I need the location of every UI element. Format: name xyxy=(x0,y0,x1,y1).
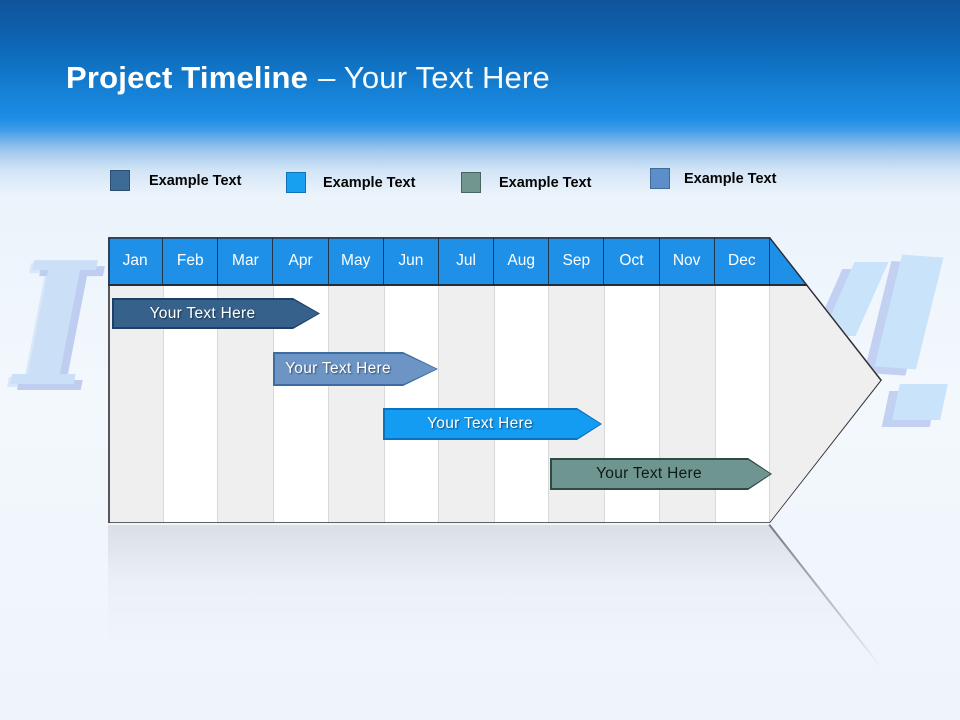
month-cell-oct: Oct xyxy=(604,237,660,285)
month-cell-sep: Sep xyxy=(549,237,605,285)
watermark-letter-i: I xyxy=(14,225,94,425)
legend-swatch-brightblue xyxy=(286,172,306,193)
month-cell-aug: Aug xyxy=(494,237,550,285)
month-header-row: Jan Feb Mar Apr May Jun Jul Aug Sep Oct … xyxy=(108,237,882,285)
arrowhead-area xyxy=(769,285,882,523)
month-cell-dec: Dec xyxy=(715,237,770,285)
watermark-exclamation-stem xyxy=(874,254,944,370)
legend-swatch-steelblue xyxy=(650,168,670,189)
timeline-bar-label: Your Text Here xyxy=(285,360,391,377)
timeline-bar-4: Your Text Here xyxy=(550,458,772,490)
watermark-exclamation-dot xyxy=(892,384,948,420)
timeline-bar-label: Your Text Here xyxy=(596,465,702,482)
slide-title: Project Timeline – Your Text Here xyxy=(66,60,550,96)
timeline-bar-2: Your Text Here xyxy=(273,352,438,386)
timeline-bar-1: Your Text Here xyxy=(112,298,320,329)
legend-label: Example Text xyxy=(323,174,416,191)
column xyxy=(494,285,550,523)
timeline-bar-3: Your Text Here xyxy=(383,408,602,440)
legend-swatch-teal xyxy=(461,172,481,193)
timeline-chart: Jan Feb Mar Apr May Jun Jul Aug Sep Oct … xyxy=(108,237,882,523)
slide-title-main: Project Timeline xyxy=(66,60,309,95)
month-cell-mar: Mar xyxy=(218,237,274,285)
month-cell-may: May xyxy=(329,237,384,285)
timeline-bar-label: Your Text Here xyxy=(427,415,533,432)
legend-item: Example Text xyxy=(286,172,415,193)
legend-item: Example Text xyxy=(650,168,776,189)
month-cell-jan: Jan xyxy=(108,237,164,285)
legend-swatch-darkblue xyxy=(110,170,130,191)
month-cell-jul: Jul xyxy=(439,237,495,285)
month-cell-apr: Apr xyxy=(273,237,329,285)
legend-item: Example Text xyxy=(110,170,241,191)
month-cell-jun: Jun xyxy=(384,237,439,285)
column xyxy=(383,285,439,523)
timeline-bar-label: Your Text Here xyxy=(149,304,256,322)
legend-label: Example Text xyxy=(499,174,592,191)
chart-reflection xyxy=(108,525,888,675)
legend-label: Example Text xyxy=(684,170,777,187)
column xyxy=(328,285,384,523)
month-cell-feb: Feb xyxy=(163,237,219,285)
slide-title-placeholder: – Your Text Here xyxy=(318,60,550,95)
column xyxy=(438,285,495,523)
month-cell-nov: Nov xyxy=(660,237,715,285)
legend-label: Example Text xyxy=(149,172,242,189)
legend-item: Example Text xyxy=(461,172,591,193)
